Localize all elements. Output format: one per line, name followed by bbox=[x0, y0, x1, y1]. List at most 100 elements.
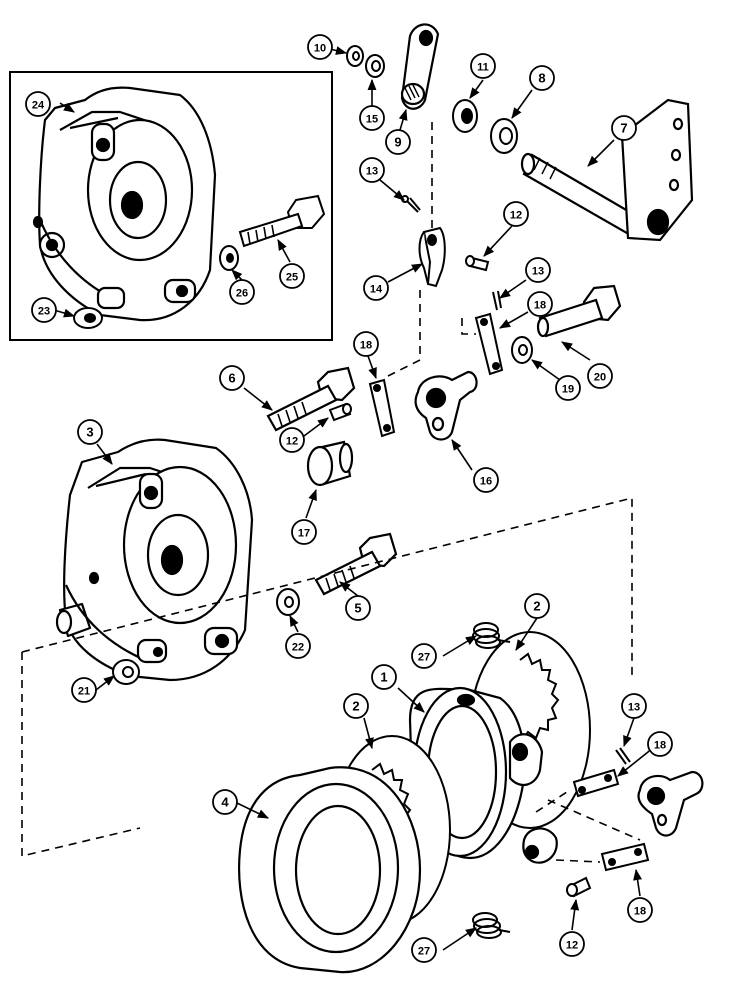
inset-frame bbox=[9, 71, 333, 341]
callout-c27a: 27 bbox=[411, 643, 437, 669]
callout-c21: 21 bbox=[71, 677, 97, 703]
callout-circle bbox=[555, 375, 581, 401]
callout-c14: 14 bbox=[363, 275, 389, 301]
bushing-17 bbox=[306, 440, 354, 487]
callout-circle bbox=[212, 789, 238, 815]
callout-c11: 11 bbox=[470, 53, 496, 79]
cotter-pin-13-upper bbox=[401, 195, 421, 213]
callout-number: 17 bbox=[298, 528, 310, 540]
callout-number: 2 bbox=[352, 699, 359, 714]
callout-circle bbox=[503, 201, 529, 227]
callout-c13c: 13 bbox=[621, 693, 647, 719]
callout-c13b: 13 bbox=[525, 257, 551, 283]
callout-c27b: 27 bbox=[411, 937, 437, 963]
callout-circle bbox=[353, 331, 379, 357]
washer-22 bbox=[276, 588, 300, 616]
callout-c23: 23 bbox=[31, 297, 57, 323]
callout-circle bbox=[621, 693, 647, 719]
bolt-25 bbox=[238, 194, 326, 248]
clevis-14 bbox=[418, 226, 446, 288]
bolt-6 bbox=[266, 366, 356, 432]
callout-circle bbox=[279, 427, 305, 453]
callout-number: 18 bbox=[634, 906, 646, 918]
callout-circle bbox=[411, 643, 437, 669]
callout-number: 26 bbox=[236, 288, 248, 300]
callout-c7: 7 bbox=[611, 115, 637, 141]
link-18-upper bbox=[474, 312, 504, 376]
callout-circle bbox=[587, 363, 613, 389]
callout-number: 24 bbox=[32, 100, 45, 112]
callout-c8: 8 bbox=[529, 65, 555, 91]
callout-circle bbox=[363, 275, 389, 301]
callout-number: 23 bbox=[38, 306, 50, 318]
callout-c2a: 2 bbox=[524, 593, 550, 619]
callout-number: 18 bbox=[360, 340, 372, 352]
callout-circle bbox=[31, 297, 57, 323]
callout-c10: 10 bbox=[307, 34, 333, 60]
callout-number: 27 bbox=[418, 946, 430, 958]
callout-number: 12 bbox=[286, 436, 298, 448]
bolt-5 bbox=[314, 532, 398, 596]
callout-circle bbox=[359, 105, 385, 131]
callout-c6: 6 bbox=[219, 365, 245, 391]
callout-circle bbox=[611, 115, 637, 141]
callout-circle bbox=[343, 693, 369, 719]
callout-number: 27 bbox=[418, 652, 430, 664]
cotter-pin-13-middle bbox=[492, 290, 502, 311]
callout-c4: 4 bbox=[212, 789, 238, 815]
washer-11 bbox=[452, 99, 478, 133]
callout-badges: 1223456789101112121213131314151617181818… bbox=[25, 34, 673, 963]
callout-circle bbox=[345, 595, 371, 621]
pin-12-lower bbox=[566, 876, 592, 898]
pin-12-upper bbox=[465, 255, 490, 272]
callout-c3: 3 bbox=[77, 419, 103, 445]
washer-26 bbox=[219, 245, 239, 271]
lever-9 bbox=[400, 23, 440, 110]
callout-circle bbox=[77, 419, 103, 445]
callout-number: 16 bbox=[480, 476, 492, 488]
housing-24 bbox=[32, 86, 217, 322]
link-18-middle bbox=[368, 378, 396, 438]
washer-21 bbox=[112, 659, 140, 685]
callout-number: 2 bbox=[533, 599, 540, 614]
callout-circle bbox=[627, 897, 653, 923]
callout-number: 9 bbox=[394, 135, 401, 150]
washer-23 bbox=[73, 307, 103, 329]
callout-c22: 22 bbox=[285, 633, 311, 659]
callout-number: 15 bbox=[366, 114, 378, 126]
washer-8 bbox=[490, 118, 518, 154]
callout-circle bbox=[411, 937, 437, 963]
callout-circle bbox=[559, 931, 585, 957]
callout-number: 13 bbox=[532, 266, 544, 278]
callout-circle bbox=[25, 91, 51, 117]
callout-number: 18 bbox=[654, 740, 666, 752]
link-18-lower bbox=[600, 842, 650, 872]
callout-number: 8 bbox=[538, 71, 545, 86]
callout-circle bbox=[525, 257, 551, 283]
callout-circle bbox=[529, 65, 555, 91]
callout-number: 14 bbox=[370, 284, 383, 296]
callout-circle bbox=[470, 53, 496, 79]
shaft-7 bbox=[520, 98, 694, 242]
callout-number: 13 bbox=[366, 166, 378, 178]
callout-c17: 17 bbox=[291, 519, 317, 545]
callout-number: 22 bbox=[292, 642, 304, 654]
bolt-20 bbox=[536, 284, 622, 338]
cotter-pin-13-lower bbox=[615, 747, 631, 765]
callout-c20: 20 bbox=[587, 363, 613, 389]
callout-number: 7 bbox=[620, 121, 627, 136]
callout-c5: 5 bbox=[345, 595, 371, 621]
callout-circle bbox=[229, 279, 255, 305]
callout-c19: 19 bbox=[555, 375, 581, 401]
callout-c2b: 2 bbox=[343, 693, 369, 719]
bracket-right bbox=[637, 770, 704, 837]
pin-12-middle bbox=[328, 402, 352, 422]
callout-circle bbox=[647, 731, 673, 757]
callout-c15: 15 bbox=[359, 105, 385, 131]
callout-c18b: 18 bbox=[527, 291, 553, 317]
callout-circle bbox=[524, 593, 550, 619]
callout-number: 4 bbox=[221, 795, 229, 810]
callout-number: 11 bbox=[477, 62, 489, 74]
callout-number: 12 bbox=[510, 210, 522, 222]
callout-number: 12 bbox=[566, 940, 578, 952]
